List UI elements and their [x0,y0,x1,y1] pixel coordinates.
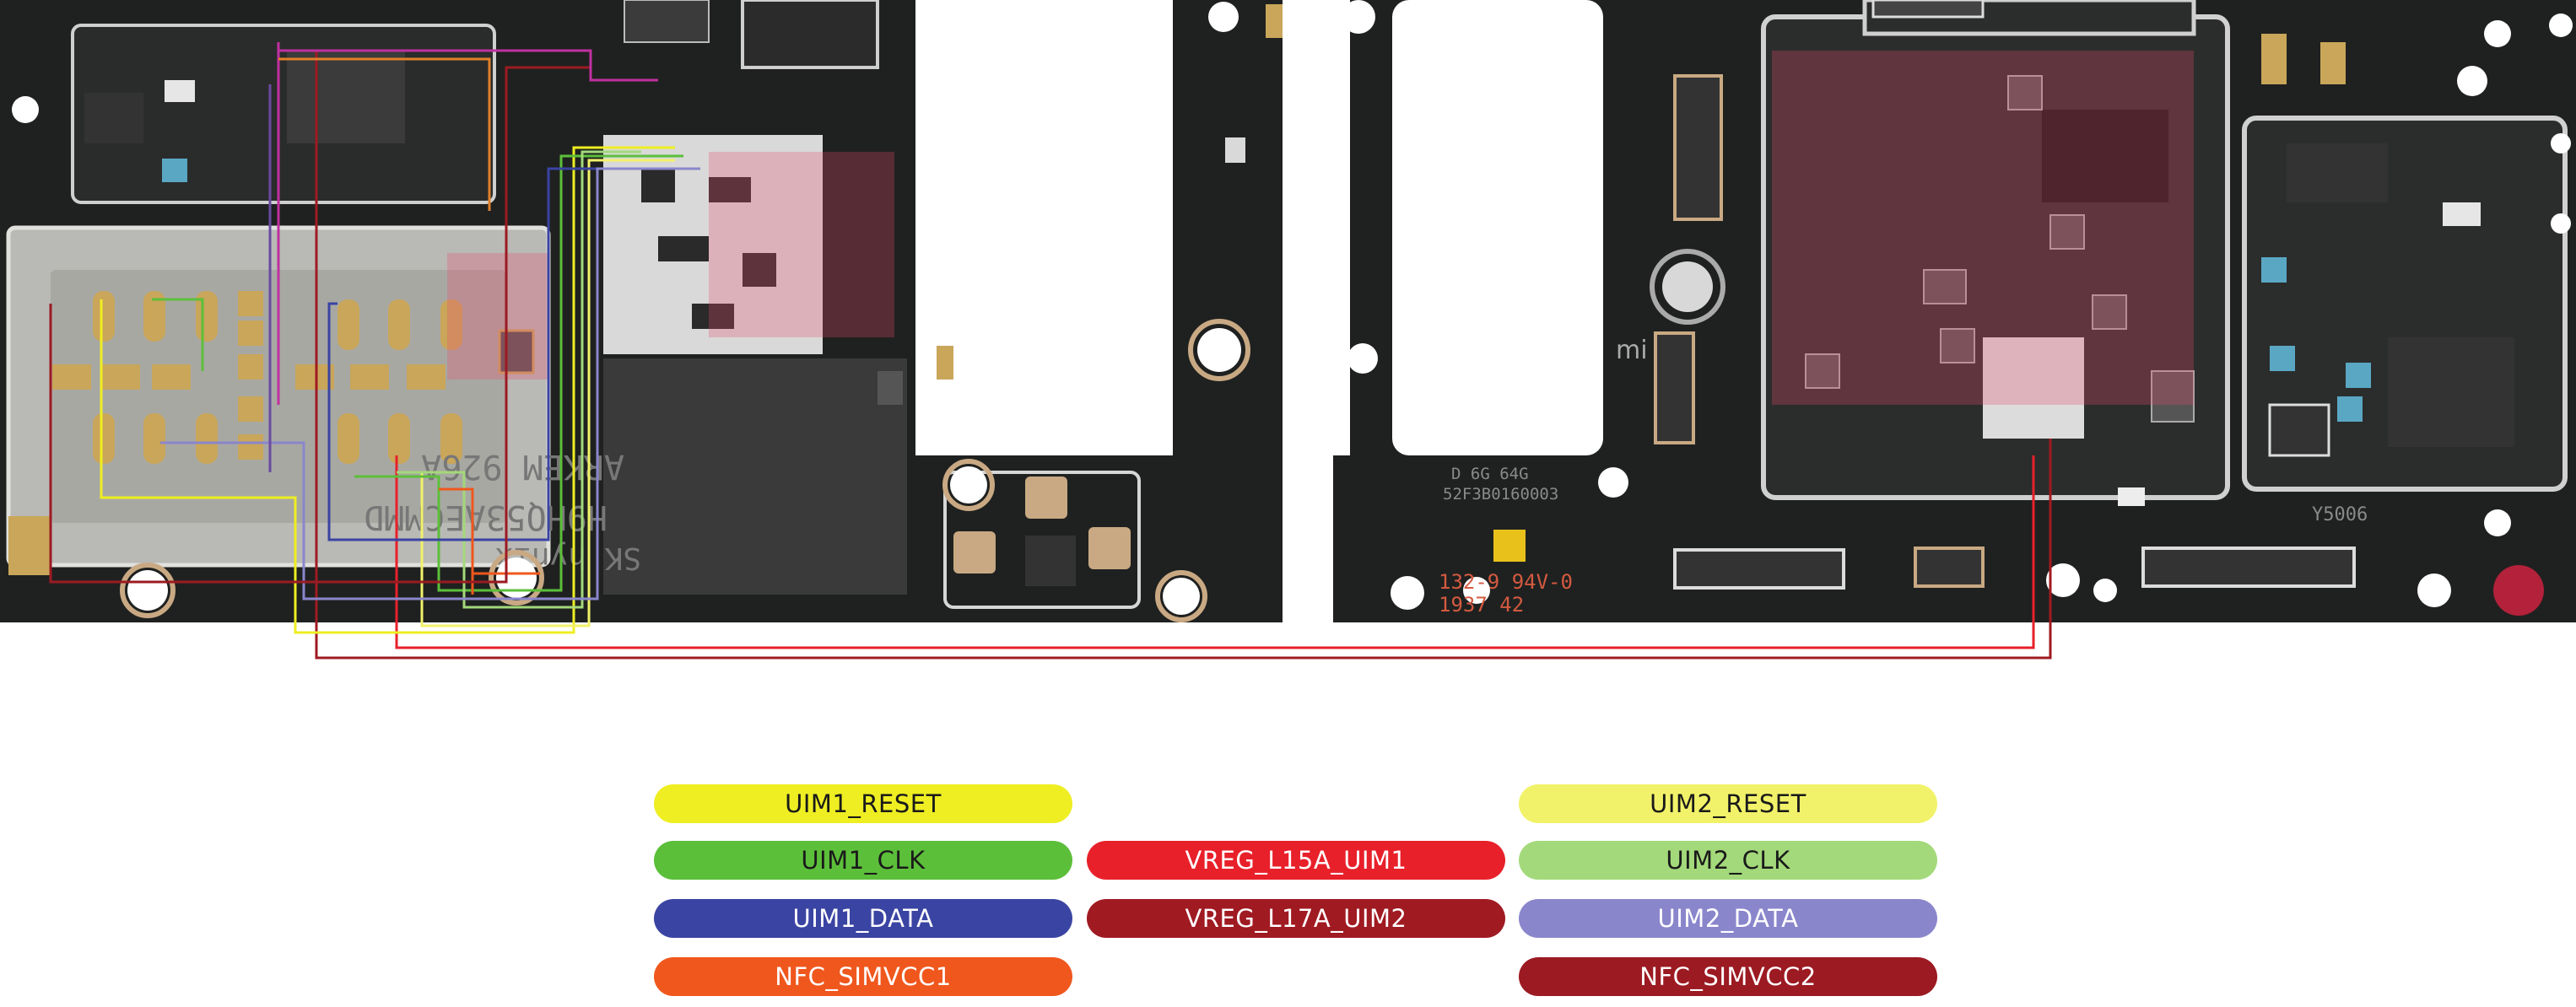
right-board: mi D 6G 64G 52F3B0160003 132-9 94V-0 193… [1299,0,2576,1007]
silk-part: Y5006 [2312,504,2368,525]
trace-vreg-l17a [315,51,2052,660]
trace-lines [49,42,2052,660]
trace-uim1-reset [100,146,675,634]
silk-code: 52F3B0160003 [1443,485,1558,504]
trace-uim2-clk [397,150,641,609]
chip-text-1: H9HQ53AECMMD [364,498,608,536]
highlight-regions [447,51,2194,405]
silk-mem: D 6G 64G [1451,465,1529,483]
legend-uim1-clk: UIM1_CLK [654,841,1072,880]
chip-text-2: ARKEM 926A [421,447,624,486]
legend-uim1-reset: UIM1_RESET [654,784,1072,823]
legend-vreg-l15a-uim1: VREG_L15A_UIM1 [1087,841,1505,880]
legend-nfc-simvcc1: NFC_SIMVCC1 [654,957,1072,996]
trace-orange [278,57,491,211]
trace-uim1-data [327,167,692,541]
trace-magenta [277,42,658,405]
silk-logo: mi [1616,336,1648,365]
trace-nfc-simvcc2 [49,66,591,584]
legend-vreg-l17a-uim2: VREG_L17A_UIM2 [1087,899,1505,938]
legend-uim2-data: UIM2_DATA [1519,899,1937,938]
silk-date: 1937 42 [1439,593,1524,617]
silk-rating: 132-9 94V-0 [1439,570,1573,594]
legend-uim2-reset: UIM2_RESET [1519,784,1937,823]
legend-uim1-data: UIM1_DATA [654,899,1072,938]
trace-uim2-reset [420,159,675,627]
trace-vreg-l15a [395,455,2035,649]
legend-nfc-simvcc2: NFC_SIMVCC2 [1519,957,1937,996]
trace-uim2-data [160,167,700,600]
legend-uim2-clk: UIM2_CLK [1519,841,1937,880]
